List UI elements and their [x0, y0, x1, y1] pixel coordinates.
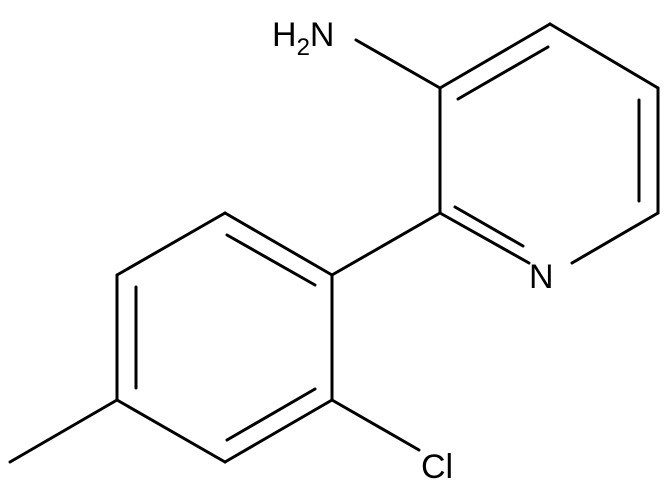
bond-b5-b6-inner: [225, 387, 317, 442]
amine-subscript: 2: [297, 34, 310, 61]
bond-b4-b5: [115, 398, 227, 464]
bond-c-cl: [330, 398, 421, 452]
amine-nitrogen: N: [310, 16, 335, 54]
bond-b5-b6: [223, 398, 334, 464]
bond-c3-c4: [438, 22, 552, 90]
bond-b1-b2: [223, 211, 334, 277]
bond-methyl: [8, 398, 119, 464]
bond-c6-n1: [570, 211, 660, 265]
chlorine-label: Cl: [421, 448, 453, 486]
bond-b2-b3: [115, 211, 227, 277]
bond-n1-c2-inner: [453, 205, 525, 248]
bond-b1-b2-inner: [225, 233, 317, 287]
pyridine-ring: [438, 22, 660, 265]
benzene-ring: [115, 211, 334, 464]
bond-biaryl: [330, 211, 442, 277]
ring-nitrogen-label: N: [529, 258, 554, 296]
bond-n1-c2: [438, 211, 531, 265]
bond-c3-c4-inner: [456, 45, 550, 101]
amine-label: H2N: [272, 16, 334, 61]
amine-hydrogen: H: [272, 16, 297, 54]
bond-c3-nh2: [354, 38, 442, 90]
bond-c4-c5: [548, 22, 660, 90]
